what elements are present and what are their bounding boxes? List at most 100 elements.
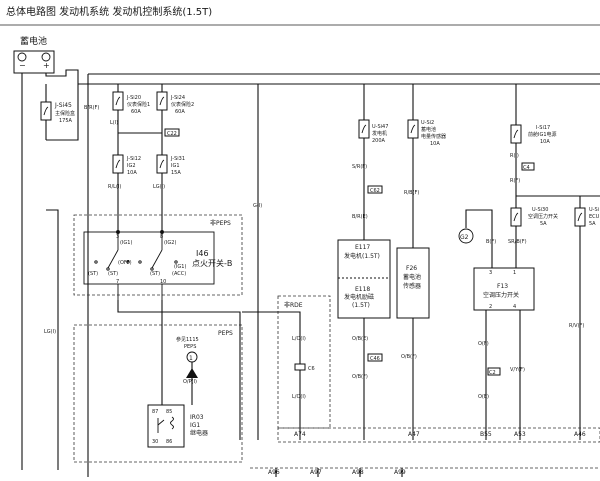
fuse-usi30-name: 空调压力开关 [528, 213, 558, 220]
battery-plus: + [43, 61, 50, 70]
wire-v-y-f: V/Y(F) [510, 367, 525, 373]
fuse-jsi20-rating: 60A [131, 109, 141, 115]
fuse-jsi45-name: 主保险盒 [55, 110, 75, 117]
f13-pin-3: 3 [489, 270, 492, 276]
arrow-icon [186, 368, 198, 378]
relay-desc: 继电器 [190, 429, 208, 437]
fuse-jsi24-icon [156, 91, 168, 111]
component-f26-name: 蓄电池 [403, 273, 421, 281]
battery-sensor-box [396, 247, 430, 319]
fuse-usi-ecu-name: ECU [589, 214, 600, 220]
f13-pin-4: 4 [513, 304, 516, 310]
ground-g2-icon [458, 228, 474, 244]
fuse-jsi12-rating: 10A [127, 170, 137, 176]
svg-text:1: 1 [189, 355, 193, 362]
fuse-usi2-rating: 10A [430, 141, 440, 147]
wire-o-b-f: O/B(F) [352, 374, 368, 380]
component-e117-name: 发电机(1.5T) [344, 252, 380, 260]
peps-ref: 参见1115 [176, 336, 199, 343]
connector-c2b: C2 [489, 370, 496, 376]
non-peps-region [73, 214, 243, 296]
wire-s-r-f: S/R(F) [352, 164, 367, 170]
ignition-switch-box [83, 231, 215, 285]
fuse-usi2-icon [407, 119, 419, 139]
fuse-jsi45-icon [40, 101, 52, 121]
ecu-connector-region [277, 427, 600, 443]
wire-o-b-f2: O/B(F) [401, 354, 417, 360]
fuse-jsi24-name: 仪表保险2 [171, 101, 194, 108]
relay-pin-30: 30 [152, 439, 158, 445]
component-e118-name2: (1.5T) [352, 302, 370, 309]
wire-b-r-e: B/R(E) [352, 214, 368, 220]
wire-g-i: G(I) [253, 203, 262, 209]
ecu-pin-a46: A46 [574, 431, 586, 438]
fuse-jsi12-id: J-Si12 [126, 156, 141, 162]
switch-pos-st-b: (ST) [108, 271, 118, 277]
fuse-jsi12-icon [112, 154, 124, 174]
fuse-usi2-name: 蓄电池 [421, 126, 436, 133]
wire-o-e: O(E) [478, 394, 489, 400]
fuse-usi2-name2: 电量传感器 [421, 133, 446, 140]
generator-box [337, 239, 391, 319]
switch-pos-ig1: (IG1) [120, 240, 132, 246]
switch-id: I46 [196, 249, 209, 258]
connector-c22: C22 [167, 131, 177, 137]
fuse-usi30-icon [510, 207, 522, 227]
wire-b-r-f: B/R(F) [84, 105, 99, 111]
wire-o-f: O(F) [478, 341, 489, 347]
switch-pos-ig2: (IG2) [164, 240, 176, 246]
switch-pin-10: 10 [160, 279, 166, 285]
page-title: 总体电路图 发动机系统 发动机控制系统(1.5T) [6, 5, 212, 18]
peps-region [73, 324, 243, 463]
fuse-jsi20-id: J-Si20 [126, 95, 141, 101]
switch-desc: 点火开关-B [192, 258, 232, 268]
fuse-isi17-name: 前舱IG1电源 [528, 131, 557, 138]
ecu-pin-a74: A74 [294, 431, 306, 438]
ground-g2-label: G2 [460, 234, 469, 241]
fuse-jsi45-rating: 175A [59, 118, 73, 124]
switch-pos-st-a: (ST) [88, 271, 98, 277]
fuse-isi17-id: I-Si17 [536, 125, 550, 131]
fuse-usi47-icon [358, 119, 370, 139]
fuse-jsi31-name: IG1 [171, 163, 180, 169]
wire-r-b-f: R/B(F) [404, 190, 419, 196]
ac-pressure-switch-box [473, 267, 535, 311]
wire-r-v-f: R/V(F) [569, 323, 584, 329]
component-f26-id: F26 [406, 265, 417, 272]
ecu-pin-b55: B55 [480, 431, 492, 438]
fuse-usi-ecu-rating: 5A [589, 221, 596, 227]
component-e117-id: E117 [355, 244, 370, 251]
switch-pos-acc: (ACC) [172, 271, 186, 277]
wire-o-p-i: O/P(I) [183, 379, 197, 385]
switch-pos-ig1-b: (IG1) [174, 264, 186, 270]
fuse-jsi20-name: 仪表保险1 [127, 101, 150, 108]
wire-lg-i-2: LG(I) [44, 329, 56, 335]
peps-label: PEPS [218, 330, 233, 337]
component-f13-id: F13 [497, 283, 508, 290]
switch-pos-st-c: (ST) [150, 271, 160, 277]
wire-sr-b-f: SR/B(F) [508, 239, 527, 245]
wire-r-i: R(I) [510, 153, 519, 159]
f13-pin-1: 1 [513, 270, 516, 276]
connector-c6: C6 [308, 366, 315, 372]
wire-l-o-i2: L/O(I) [292, 394, 306, 400]
non-rde-region [277, 295, 331, 429]
fuse-usi47-rating: 200A [372, 138, 386, 144]
fuse-jsi24-id: J-Si24 [170, 95, 185, 101]
component-e118-id: E118 [355, 286, 370, 293]
relay-pin-86: 86 [166, 439, 172, 445]
fuse-jsi45-id: J-Si45 [54, 102, 72, 109]
fuse-jsi31-rating: 15A [171, 170, 181, 176]
connector-c4: C4 [523, 165, 530, 171]
relay-ir03 [147, 404, 185, 448]
component-e118-name: 发电机励磁 [344, 293, 374, 301]
relay-pin-85: 85 [166, 409, 172, 415]
battery-icon [13, 50, 55, 74]
non-peps-label: 非PEPS [210, 219, 231, 227]
fuse-usi-ecu-icon [574, 207, 586, 227]
fuse-usi2-id: U-Si2 [421, 120, 434, 126]
f13-pin-2: 2 [489, 304, 492, 310]
switch-pos-off: (OFF) [118, 260, 132, 266]
ecu-pin-a53: A53 [514, 431, 526, 438]
fuse-jsi12-name: IG2 [127, 163, 136, 169]
